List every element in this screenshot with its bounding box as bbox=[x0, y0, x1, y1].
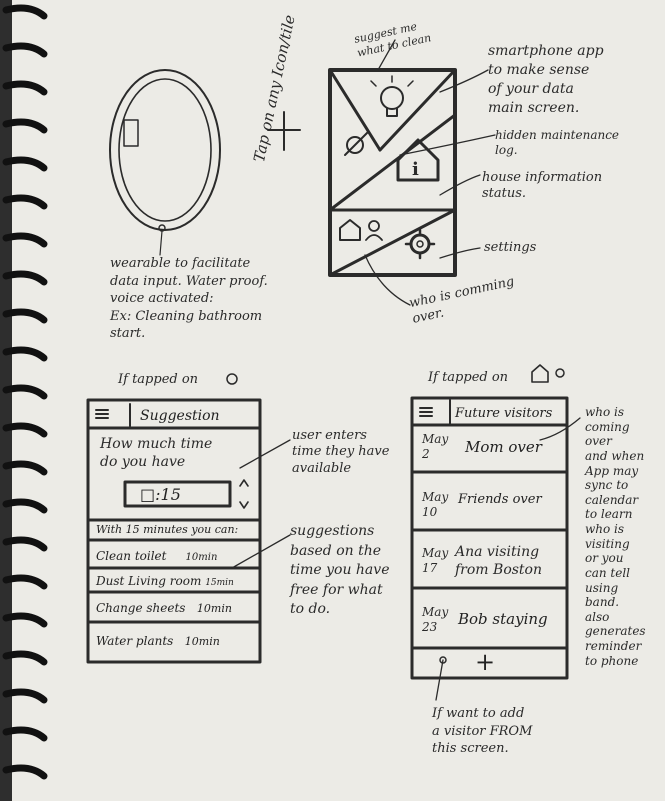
settings-annotation: settings bbox=[484, 240, 536, 256]
time-question: How much time do you have bbox=[100, 436, 212, 471]
list-item[interactable]: Clean toilet 10min bbox=[96, 549, 217, 563]
with-minutes-label: With 15 minutes you can: bbox=[96, 523, 238, 536]
small-visitors-icon bbox=[532, 365, 548, 382]
list-item[interactable]: Dust Living room 15min bbox=[96, 574, 234, 588]
visitor-item[interactable]: Bob staying bbox=[458, 610, 548, 628]
add-visitor-note: If want to add a visitor FROM this scree… bbox=[432, 705, 532, 758]
visitor-date: May 17 bbox=[422, 546, 448, 576]
user-enters-note: user enters time they have available bbox=[292, 428, 389, 477]
wearable-annotation: wearable to facilitate data input. Water… bbox=[110, 255, 268, 343]
house-info-icon: i bbox=[398, 140, 438, 180]
house-info-annotation: house information status. bbox=[482, 170, 602, 203]
visitor-item[interactable]: Ana visiting from Boston bbox=[455, 544, 542, 579]
lightbulb-icon bbox=[371, 76, 413, 116]
visitor-item[interactable]: Mom over bbox=[465, 438, 542, 456]
suggestions-note: suggestions based on the time you have f… bbox=[290, 522, 389, 620]
add-visitor-button[interactable]: + bbox=[475, 648, 495, 676]
suggestion-title: Suggestion bbox=[140, 408, 220, 424]
list-item[interactable]: Water plants 10min bbox=[96, 634, 220, 648]
hidden-log-annotation: hidden maintenance log. bbox=[495, 128, 619, 158]
visitors-icon bbox=[340, 220, 382, 240]
time-input[interactable]: □:15 bbox=[140, 485, 181, 504]
visitors-side-note: who is coming over and when App may sync… bbox=[585, 405, 665, 668]
band-clasp bbox=[124, 120, 138, 146]
app-description: smartphone app to make sense of your dat… bbox=[488, 42, 604, 118]
visitor-date: May 10 bbox=[422, 490, 448, 520]
visitors-tapped-label: If tapped on bbox=[428, 370, 508, 386]
hidden-log-icon bbox=[345, 132, 368, 155]
suggestion-tapped-label: If tapped on bbox=[118, 372, 198, 388]
visitors-title: Future visitors bbox=[455, 406, 552, 421]
small-bulb-icon bbox=[227, 374, 237, 384]
wearable-band bbox=[110, 70, 220, 230]
visitor-date: May 2 bbox=[422, 432, 448, 462]
svg-text:i: i bbox=[412, 159, 419, 180]
visitor-date: May 23 bbox=[422, 605, 448, 635]
visitor-item[interactable]: Friends over bbox=[458, 492, 542, 507]
list-item[interactable]: Change sheets 10min bbox=[96, 601, 232, 615]
